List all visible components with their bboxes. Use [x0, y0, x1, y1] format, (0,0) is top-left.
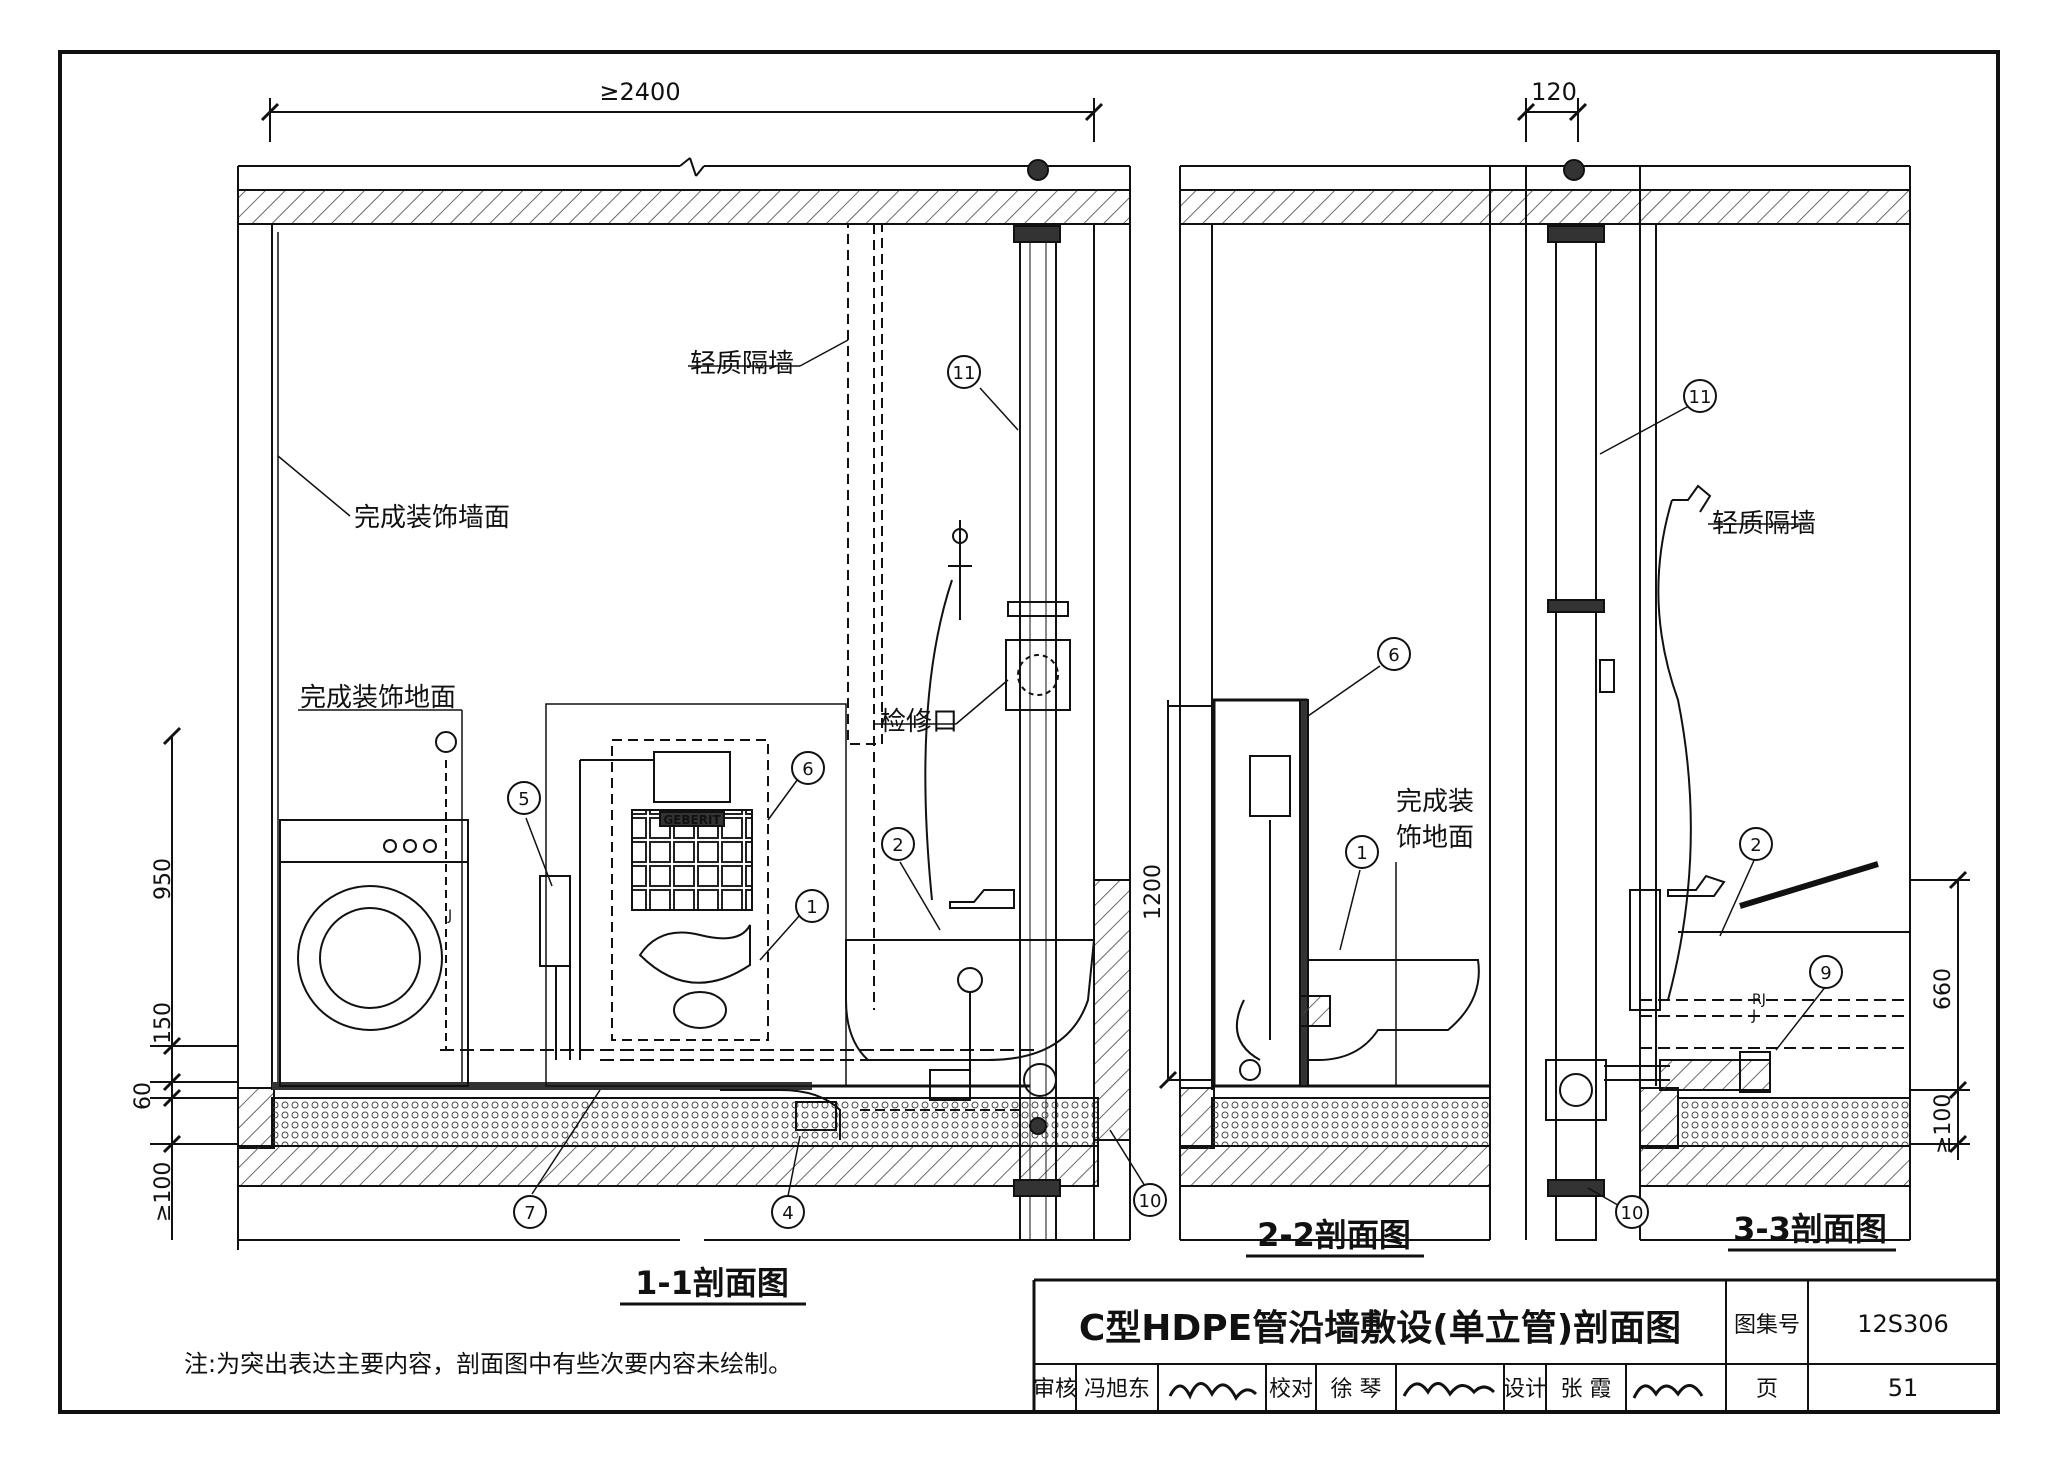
- callout-2-a-text: 2: [892, 835, 903, 856]
- dim-60: 60: [131, 1082, 156, 1110]
- callout-11-a: [947, 355, 981, 389]
- label-finish-floor-2a: 完成装: [1396, 787, 1474, 817]
- callout-1-b: [1345, 835, 1379, 869]
- checker-name: 徐 琴: [1331, 1377, 1382, 1402]
- dim-2400: ≥2400: [599, 78, 680, 106]
- label-partition-1: 轻质隔墙: [690, 349, 794, 379]
- atlas-label: 图集号: [1734, 1313, 1800, 1338]
- callout-1-b-text: 1: [1356, 843, 1367, 864]
- callout-7: [513, 1195, 547, 1229]
- atlas-number: 12S306: [1857, 1310, 1949, 1338]
- label-access-port: 检修口: [880, 707, 958, 737]
- section-1-1: [150, 98, 1178, 1250]
- callout-9: [1809, 955, 1843, 989]
- designer-name: 张 霞: [1561, 1377, 1612, 1402]
- callout-10-b: [1615, 1195, 1649, 1229]
- design-label: 设计: [1503, 1377, 1547, 1402]
- callout-7-text: 7: [524, 1203, 535, 1224]
- callout-1-a-text: 1: [806, 897, 817, 918]
- dim-150: 150: [151, 1002, 176, 1044]
- callout-10-a-text: 10: [1139, 1191, 1162, 1212]
- callout-6-a: [791, 751, 825, 785]
- label-finish-wall: 完成装饰墙面: [354, 503, 510, 533]
- callout-11-a-text: 11: [953, 363, 976, 384]
- callout-4-text: 4: [782, 1203, 793, 1224]
- callout-6-b: [1377, 637, 1411, 671]
- callout-9-text: 9: [1820, 963, 1831, 984]
- section-title-1-1: 1-1剖面图: [635, 1264, 789, 1302]
- drawing-title: C型HDPE管沿墙敷设(单立管)剖面图: [1079, 1308, 1681, 1349]
- dim-660: 660: [1931, 968, 1956, 1010]
- callout-6-a-text: 6: [802, 759, 813, 780]
- label-geberit: GEBERIT: [663, 813, 721, 827]
- review-label: 审核: [1033, 1377, 1077, 1402]
- drawing-note: 注:为突出表达主要内容，剖面图中有些次要内容未绘制。: [184, 1350, 792, 1378]
- dim-120: 120: [1531, 78, 1577, 106]
- callout-11-b: [1683, 379, 1717, 413]
- title-block: [1032, 1278, 1998, 1412]
- dim-950: 950: [151, 858, 176, 900]
- callout-2-a: [881, 827, 915, 861]
- check-label: 校对: [1269, 1377, 1313, 1402]
- sheet-border: [58, 50, 2000, 1414]
- label-finish-floor-1: 完成装饰地面: [300, 683, 456, 713]
- section-2-2: [1168, 165, 1491, 1241]
- section-title-2-2: 2-2剖面图: [1257, 1216, 1411, 1254]
- callout-2-b-text: 2: [1750, 835, 1761, 856]
- callout-11-b-text: 11: [1689, 387, 1712, 408]
- dim-100b: ≥100: [1931, 1094, 1956, 1154]
- callout-6-b-text: 6: [1388, 645, 1399, 666]
- callout-5-text: 5: [518, 789, 529, 810]
- dim-100: ≥100: [151, 1162, 176, 1222]
- label-j-3: J: [1751, 1008, 1756, 1024]
- callout-1-a: [795, 889, 829, 923]
- callout-4: [771, 1195, 805, 1229]
- callout-10-b-text: 10: [1621, 1203, 1644, 1224]
- label-finish-floor-2b: 饰地面: [1396, 823, 1474, 853]
- callout-2-b: [1739, 827, 1773, 861]
- reviewer-name: 冯旭东: [1084, 1377, 1150, 1402]
- section-3-3: [1489, 98, 1970, 1241]
- page-number: 51: [1888, 1374, 1919, 1402]
- section-title-3-3: 3-3剖面图: [1733, 1210, 1887, 1248]
- callout-5: [507, 781, 541, 815]
- page-label: 页: [1756, 1377, 1778, 1402]
- dim-1200: 1200: [1141, 864, 1166, 920]
- label-j-1: J: [447, 908, 452, 924]
- label-partition-3: 轻质隔墙: [1712, 509, 1816, 539]
- callout-10-a: [1133, 1183, 1167, 1217]
- label-rj: RJ: [1752, 992, 1766, 1008]
